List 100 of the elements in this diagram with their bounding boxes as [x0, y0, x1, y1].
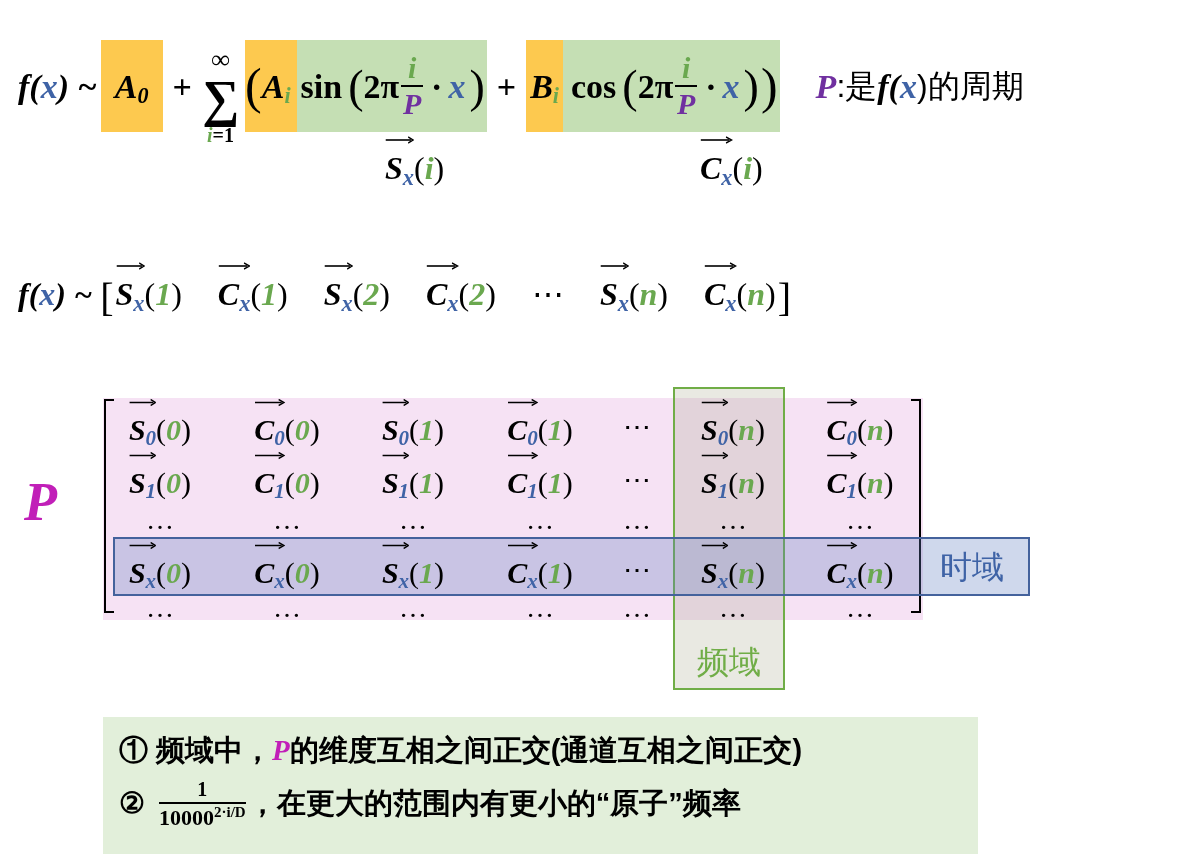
- vector-symbol: C$_{x}$: [254, 555, 285, 589]
- ellipsis: …: [273, 591, 301, 623]
- vector-argument: (0): [284, 411, 320, 448]
- highlight-row-box: [113, 537, 1030, 596]
- vector-argument: (1): [537, 411, 573, 448]
- vector-symbol: C$_{1}$: [507, 465, 538, 499]
- formula-text: f(: [877, 66, 900, 107]
- vector-argument: (0): [156, 464, 192, 501]
- vector-argument: (n): [736, 275, 776, 314]
- vector-symbol: C$_{x}$: [826, 555, 857, 589]
- ellipsis: …: [146, 591, 174, 623]
- formula-text: P: [24, 472, 57, 532]
- vector-symbol: C$_{x}$: [507, 555, 538, 589]
- formula-text: cos: [570, 66, 617, 107]
- note-text: ① 频域中，P的维度互相之间正交(通道互相之间正交): [119, 733, 804, 768]
- vector-argument: (1): [537, 464, 573, 501]
- highlight-band: A$_{i}$: [261, 40, 297, 132]
- vector-symbol: C$_{0}$: [254, 412, 285, 446]
- formula-text: P: [677, 89, 696, 119]
- vector-symbol: C$_{0}$: [826, 412, 857, 446]
- formula-text: 2π: [637, 66, 674, 107]
- vector-argument: (n): [728, 464, 765, 501]
- vector-argument: (1): [537, 554, 573, 591]
- formula-text: ·: [431, 66, 443, 107]
- vector-argument: (i): [732, 149, 763, 188]
- vector-symbol: C$_{x}$: [704, 276, 737, 312]
- vector-symbol: C$_{x}$: [426, 276, 459, 312]
- fraction-numerator: 1: [197, 778, 208, 799]
- vector-symbol: S$_{x}$: [385, 150, 414, 186]
- ellipsis: …: [526, 503, 554, 535]
- vector-symbol: C$_{x}$: [700, 150, 733, 186]
- vector-argument: (n): [856, 411, 894, 448]
- vector-argument: (n): [856, 554, 894, 591]
- formula-text: x: [722, 66, 740, 107]
- formula-text: ∞: [211, 47, 230, 73]
- ellipsis: …: [623, 591, 651, 623]
- ellipsis: …: [719, 591, 747, 623]
- domain-label: 时域: [940, 547, 1004, 587]
- formula-text: ·: [705, 66, 717, 107]
- formula-text: (: [622, 59, 638, 114]
- formula-text: +: [496, 66, 517, 107]
- vector-argument: (n): [628, 275, 668, 314]
- vector-argument: (0): [156, 411, 192, 448]
- ellipsis: …: [526, 591, 554, 623]
- formula-text: ]: [777, 278, 791, 318]
- vector-argument: (2): [352, 275, 390, 314]
- vector-argument: (1): [409, 554, 445, 591]
- ellipsis: …: [846, 503, 874, 535]
- vector-symbol: C$_{x}$: [217, 276, 251, 312]
- formula-text: sin: [300, 66, 343, 107]
- vector-argument: (0): [156, 554, 192, 591]
- formula-text: x: [448, 66, 466, 107]
- vector-symbol: S$_{0}$: [128, 412, 157, 446]
- vector-argument: (n): [728, 554, 765, 591]
- vector-symbol: S$_{x}$: [323, 276, 353, 312]
- formula-text: i: [407, 53, 417, 83]
- ellipsis: …: [719, 503, 747, 535]
- formula-text: f(: [18, 275, 40, 314]
- note-text: ，在更大的范围内有更小的“原子”频率: [247, 785, 741, 821]
- vector-symbol: C$_{0}$: [507, 412, 538, 446]
- formula-text: ⋯: [531, 275, 564, 314]
- formula-text: )的周期: [916, 67, 1024, 106]
- vector-argument: (0): [284, 554, 320, 591]
- formula-text: ): [760, 56, 778, 116]
- vector-symbol: C$_{1}$: [254, 465, 285, 499]
- vector-symbol: S$_{x}$: [115, 276, 145, 312]
- ellipsis: …: [846, 591, 874, 623]
- vector-argument: (0): [284, 464, 320, 501]
- note-number: ②: [119, 785, 145, 821]
- formula-text: P: [402, 89, 422, 119]
- ellipsis: …: [623, 503, 651, 535]
- vector-symbol: S$_{1}$: [128, 465, 157, 499]
- fraction-denominator: 10000$^{2·i/D}$: [159, 806, 246, 829]
- formula-text: ): [469, 59, 485, 114]
- formula-text: ∑: [201, 73, 240, 125]
- ellipsis: ⋯: [623, 553, 651, 585]
- vector-argument: (1): [144, 275, 182, 314]
- domain-label: 频域: [697, 643, 761, 682]
- vector-symbol: S$_{1}$: [701, 465, 729, 499]
- formula-text: 2π: [363, 66, 400, 107]
- formula-text: [: [100, 278, 114, 318]
- highlight-column-box: [673, 387, 785, 690]
- highlight-band: B$_{i}$: [526, 40, 563, 132]
- formula-text: ) ~: [57, 66, 97, 107]
- highlight-band: A$_{0}$: [100, 40, 163, 132]
- vector-argument: (n): [856, 464, 894, 501]
- ellipsis: …: [273, 503, 301, 535]
- vector-symbol: S$_{x}$: [381, 555, 410, 589]
- vector-argument: (1): [409, 464, 445, 501]
- ellipsis: …: [399, 503, 427, 535]
- vector-argument: (2): [458, 275, 496, 314]
- ellipsis: ⋯: [623, 463, 651, 495]
- vector-symbol: S$_{1}$: [381, 465, 410, 499]
- vector-argument: (i): [414, 149, 445, 188]
- formula-text: :是: [836, 67, 878, 104]
- vector-symbol: S$_{x}$: [599, 276, 629, 312]
- ellipsis: …: [146, 503, 174, 535]
- formula-text: ): [743, 59, 759, 114]
- formula-text: f(: [18, 66, 41, 107]
- vector-symbol: S$_{x}$: [701, 555, 729, 589]
